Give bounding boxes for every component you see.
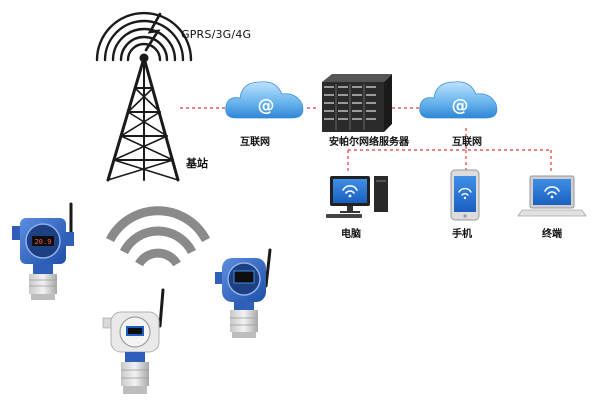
internet-label-left: 互联网 <box>240 137 270 148</box>
smartphone-icon <box>450 169 480 221</box>
server-label: 安帕尔网络服务器 <box>329 137 409 148</box>
computer-label: 电脑 <box>341 229 361 240</box>
svg-text:20.9: 20.9 <box>35 238 52 246</box>
desktop-computer-icon <box>326 176 388 218</box>
phone-label: 手机 <box>452 229 472 240</box>
internet-label-right: 互联网 <box>452 137 482 148</box>
svg-text:@: @ <box>452 96 469 116</box>
base-station-label: 基站 <box>186 157 208 170</box>
terminal-label: 终端 <box>542 229 562 240</box>
server-rack-icon <box>322 74 392 132</box>
link-lines <box>180 107 552 174</box>
signal-type-label: GPRS/3G/4G <box>181 28 252 41</box>
gas-detector-icon-2 <box>102 288 165 394</box>
gas-detector-icon: 20.9 <box>12 202 74 300</box>
cloud-at-icon-right: @ <box>419 81 498 119</box>
tower-icon <box>95 11 193 182</box>
svg-text:@: @ <box>258 96 275 116</box>
wifi-signal-icon <box>106 206 210 267</box>
laptop-icon <box>517 175 587 217</box>
cloud-at-icon: @ <box>225 81 304 119</box>
gas-detector-icon-3 <box>215 248 272 338</box>
